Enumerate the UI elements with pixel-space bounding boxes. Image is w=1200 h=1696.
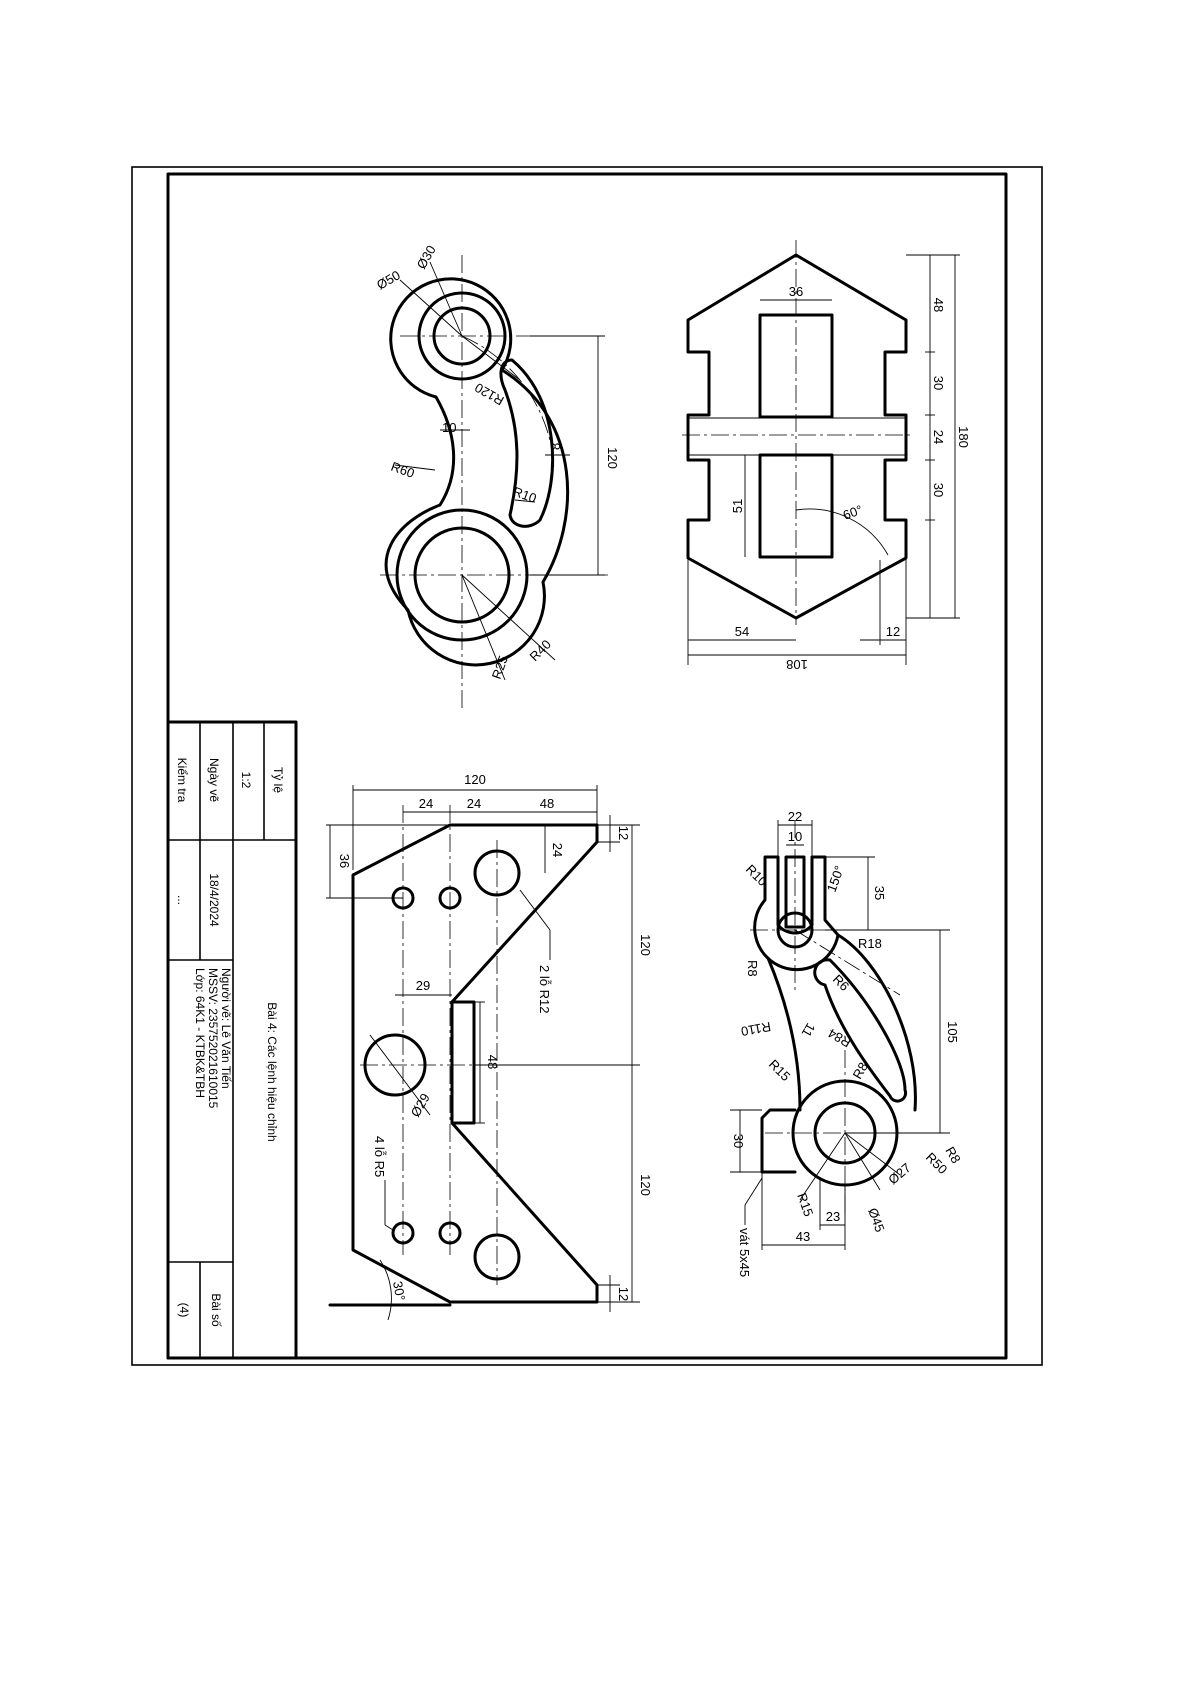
p4-r15b: R15: [794, 1191, 816, 1219]
inner-frame: [166, 172, 1008, 1360]
p3-w48: 48: [540, 796, 554, 811]
p4-h30: 30: [731, 1134, 746, 1148]
scale-value: 1:2: [239, 772, 253, 789]
p1-d30: Ø30: [414, 243, 439, 272]
p2-h24: 24: [931, 430, 946, 444]
p3-a30: 30°: [390, 1280, 408, 1302]
p4-r8b: R8: [850, 1060, 871, 1082]
p2-w54: 54: [735, 624, 749, 639]
part-lever: 22 10 R10 150° 35 R18 R8 R6 R110 11 R84 …: [730, 809, 964, 1277]
p1-r40: R40: [527, 637, 554, 664]
date-value: 18/4/2024: [207, 873, 221, 927]
exercise-no-label: Bài số: [209, 1293, 223, 1327]
p4-d27: Ø27: [885, 1160, 913, 1187]
p3-w120: 120: [464, 772, 486, 787]
p3-note-r12: 2 lỗ R12: [537, 965, 552, 1013]
p4-a150: 150°: [824, 864, 847, 894]
p4-d45: Ø45: [865, 1206, 888, 1234]
p1-r25: R25: [489, 653, 511, 681]
p2-w36: 36: [789, 284, 803, 299]
p3-w24a: 24: [419, 796, 433, 811]
checked-label: Kiểm tra: [175, 758, 189, 803]
p2-a60: 60°: [841, 502, 865, 523]
p4-r110: R110: [740, 1019, 772, 1039]
p4-r8a: R8: [745, 960, 760, 977]
p4-w11: 11: [799, 1021, 819, 1040]
p1-d50: Ø50: [374, 267, 403, 292]
p2-h30b: 30: [931, 483, 946, 497]
p4-r15a: R15: [766, 1057, 793, 1084]
p3-h120a: 120: [638, 934, 653, 956]
student-id: MSSV: 235752021610015: [206, 968, 220, 1109]
title-block: Tỷ lệ 1:2 Ngày vẽ Kiểm tra 18/4/2024 ...…: [166, 720, 298, 1360]
p1-w10: 10: [442, 420, 456, 435]
outer-frame: [131, 166, 1043, 1366]
part-plate: 120 24 24 48 36 24 12 120 2 lỗ R12 29 48…: [326, 772, 653, 1321]
p3-h12a: 12: [616, 826, 631, 840]
p4-h105: 105: [945, 1021, 960, 1043]
drawn-by: Người vẽ: Lê Văn Tiến: [219, 968, 233, 1089]
p1-h120: 120: [605, 447, 620, 469]
p4-r8c: R8: [942, 1144, 963, 1166]
p4-r6: R6: [830, 972, 852, 994]
p4-w23: 23: [826, 1209, 840, 1224]
p3-h48: 48: [485, 1055, 500, 1069]
p3-note-r5: 4 lỗ R5: [372, 1136, 387, 1177]
p2-h30a: 30: [931, 376, 946, 390]
p1-w8: 8: [548, 443, 563, 450]
p3-h12b: 12: [616, 1287, 631, 1301]
p3-h24: 24: [550, 843, 565, 857]
class-name: Lớp: 64K1 - KTBK&TBH: [193, 968, 207, 1098]
p2-h51: 51: [730, 499, 745, 513]
p2-w108: 108: [786, 657, 808, 672]
p2-w12: 12: [886, 624, 900, 639]
p4-w43: 43: [796, 1229, 810, 1244]
p3-h120b: 120: [638, 1174, 653, 1196]
p4-r18: R18: [858, 936, 882, 951]
part-curved-arm: Ø50 Ø30 R120 10 R60 8 R10 120 R40 R25: [374, 243, 620, 710]
scale-label: Tỷ lệ: [271, 767, 285, 793]
p3-w29: 29: [416, 978, 430, 993]
p2-h48: 48: [931, 298, 946, 312]
p1-r10: R10: [511, 484, 539, 506]
p3-h36: 36: [337, 854, 352, 868]
p1-r60: R60: [389, 459, 417, 481]
p4-r84: R84: [825, 1025, 853, 1050]
p4-w22: 22: [788, 809, 802, 824]
p3-d29: Ø29: [408, 1091, 433, 1120]
p4-h35: 35: [872, 886, 887, 900]
part-hex-block: 36 48 30 24 30 180 51 60° 54 12 108: [682, 240, 971, 672]
p2-h180: 180: [956, 426, 971, 448]
p4-w10: 10: [788, 829, 802, 844]
checked-value: ...: [175, 895, 189, 905]
p3-w24b: 24: [467, 796, 481, 811]
p4-note-chamfer: vát 5x45: [737, 1228, 752, 1277]
exercise-title: Bài 4: Các lệnh hiệu chỉnh: [265, 1002, 279, 1141]
exercise-no-value: (4): [177, 1303, 191, 1318]
date-label: Ngày vẽ: [207, 758, 221, 802]
